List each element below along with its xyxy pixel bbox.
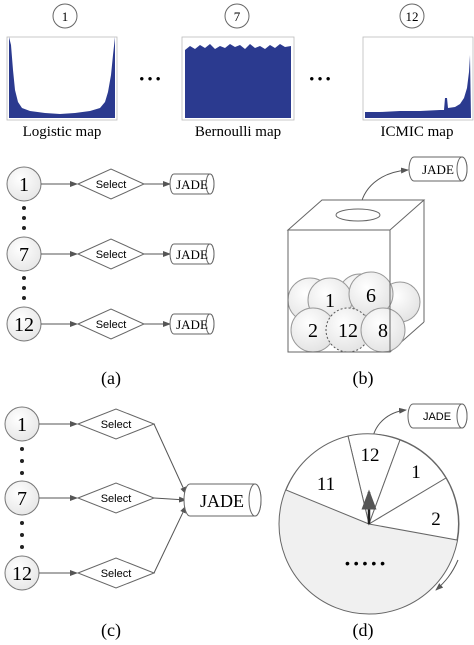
map-node-label: 1 [17, 414, 27, 436]
panel-a: 1 7 12 Select Select Select JADE JADE [6, 166, 215, 389]
arrow [153, 505, 187, 574]
map-node-label: 12 [12, 563, 32, 585]
jade-label: JADE [176, 317, 208, 332]
histogram-frame [362, 36, 474, 121]
map-label: Logistic map [23, 124, 102, 140]
map-node-label: 12 [14, 314, 34, 336]
logistic-histogram [9, 37, 115, 118]
select-label: Select [101, 568, 132, 580]
box-slot [335, 208, 381, 222]
roulette-wheel: 12 11 1 2 • • • • • [278, 433, 460, 615]
select-label: Select [96, 319, 127, 331]
panel-d: JADE 12 11 1 2 • • • • • (d) [278, 403, 468, 641]
map-index-circle [399, 3, 425, 29]
jade-cylinder: JADE [408, 156, 468, 182]
vertical-ellipsis [22, 206, 26, 300]
bernoulli-histogram [185, 44, 291, 118]
jade-cylinder: JADE [183, 483, 262, 517]
caption-d: (d) [353, 620, 374, 641]
ball-label: 12 [338, 320, 358, 342]
map-index-label: 7 [234, 9, 241, 24]
map-node-label: 7 [19, 244, 29, 266]
map-node-label: 7 [17, 488, 27, 510]
jade-cylinder: JADE [169, 243, 215, 265]
jade-label: JADE [176, 177, 208, 192]
arrow [153, 423, 187, 495]
caption-b: (b) [353, 368, 374, 389]
wheel-sector-2 [367, 477, 459, 541]
caption-c: (c) [101, 620, 121, 641]
map-panel-bernoulli: 7 Bernoulli map [181, 3, 295, 140]
map-panel-icmic: 12 ICMIC map [362, 3, 474, 140]
sector-ellipsis: • • • • • [345, 555, 385, 571]
select-label: Select [101, 493, 132, 505]
sector-label: 1 [411, 462, 421, 483]
ball-box [286, 199, 426, 353]
jade-cylinder: JADE [169, 313, 215, 335]
map-panel-logistic: 1 Logistic map [6, 3, 118, 140]
map-label: Bernoulli map [195, 124, 281, 140]
arrow [153, 496, 187, 503]
icmic-histogram [365, 55, 471, 118]
panel-b: JADE 1 6 2 12 8 (b) [286, 156, 468, 389]
panel-c: 1 7 12 Select Select Select JADE (c) [4, 406, 262, 641]
caption-a: (a) [101, 368, 121, 389]
histogram-frame [6, 36, 118, 121]
jade-cylinder: JADE [407, 403, 468, 429]
map-ellipsis-left: • • • [140, 71, 161, 86]
balls: 1 6 2 12 8 [287, 271, 421, 353]
ball-label: 6 [366, 285, 376, 307]
map-node-label: 1 [19, 174, 29, 196]
jade-label: JADE [200, 491, 244, 511]
ball-label: 8 [378, 320, 388, 342]
select-label: Select [101, 419, 132, 431]
jade-label: JADE [423, 411, 451, 423]
map-index-label: 12 [406, 9, 419, 24]
jade-cylinder: JADE [169, 173, 215, 195]
jade-label: JADE [176, 247, 208, 262]
sector-label: 11 [317, 474, 335, 495]
jade-label: JADE [422, 162, 454, 177]
map-index-label: 1 [62, 9, 69, 24]
vertical-ellipsis [20, 447, 24, 549]
map-index-circle [52, 3, 78, 29]
map-index-circle [224, 3, 250, 29]
ball-box-front [287, 229, 391, 353]
wheel-sector-11 [285, 435, 370, 525]
select-label: Select [96, 179, 127, 191]
map-label: ICMIC map [381, 124, 454, 140]
select-label: Select [96, 249, 127, 261]
ball-label: 2 [308, 320, 318, 342]
spin-arrow [435, 559, 459, 591]
sector-label: 2 [431, 509, 441, 530]
map-ellipsis-right: • • • [310, 71, 331, 86]
sector-label: 12 [361, 445, 380, 466]
ball-label: 1 [325, 290, 335, 312]
